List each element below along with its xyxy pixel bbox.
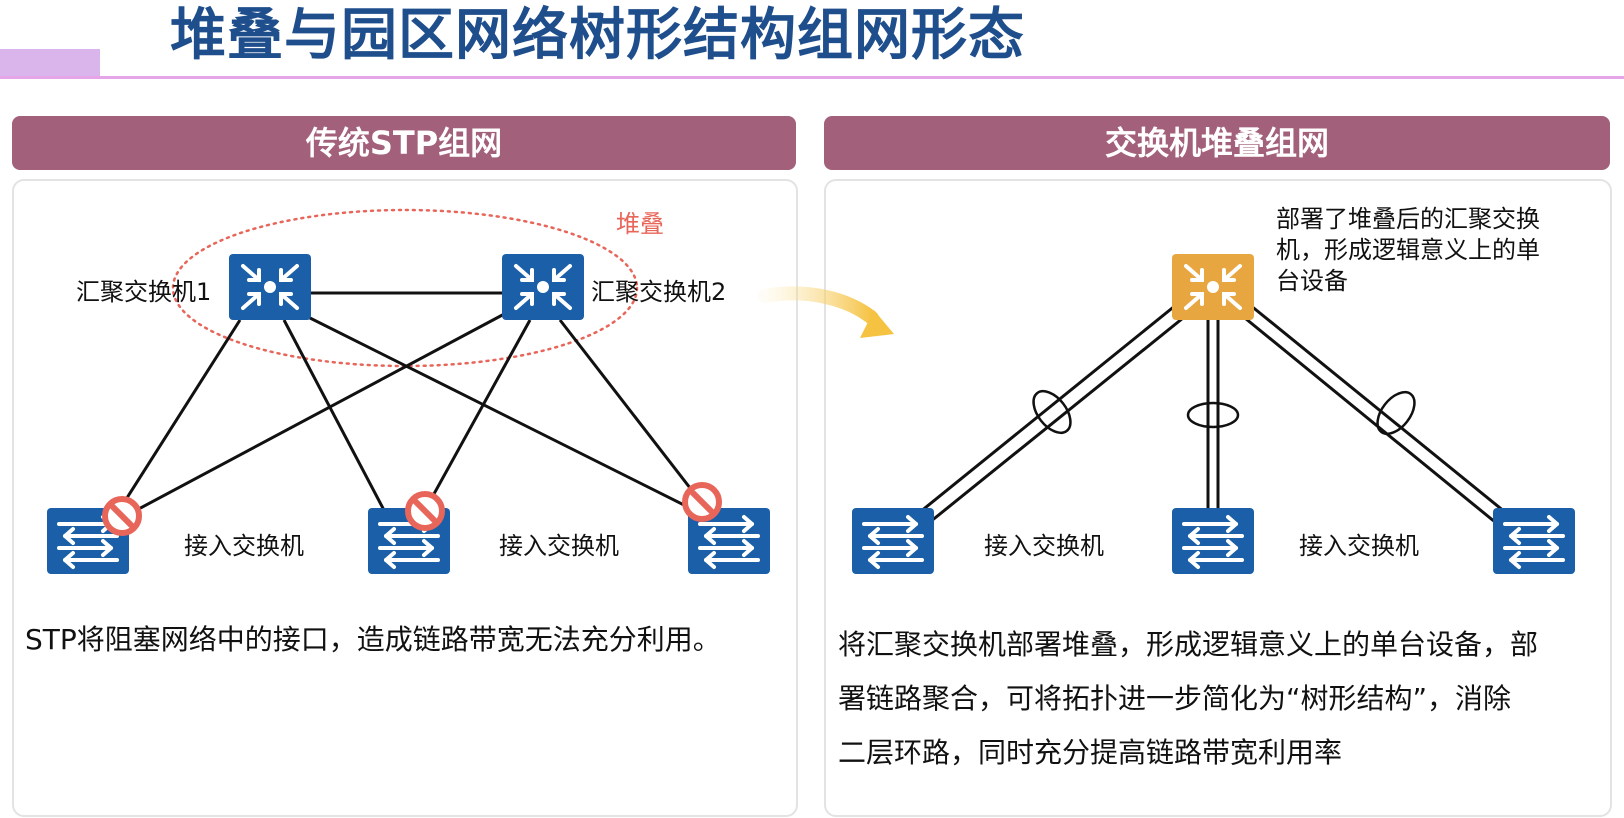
link-agg2-access1 (117, 310, 509, 522)
link-agg1-access2 (282, 319, 388, 515)
blocked-port-1 (100, 494, 144, 538)
right-panel-header: 交换机堆叠组网 (824, 116, 1610, 170)
title-accent-block (0, 49, 100, 77)
access-switch-label: 接入交换机 (499, 532, 619, 560)
agg-switch-1 (229, 254, 311, 320)
access-switch-label: 接入交换机 (184, 532, 304, 560)
layer2-switch-arrows-icon (688, 508, 770, 574)
page-title: 堆叠与园区网络树形结构组网形态 (170, 3, 1025, 68)
curved-arrow-icon (758, 286, 879, 325)
lag-right-a (1249, 303, 1506, 514)
right-caption-line: 将汇聚交换机部署堆叠，形成逻辑意义上的单台设备，部 (838, 628, 1539, 661)
left-panel-header: 传统STP组网 (12, 116, 796, 170)
right-access-switch-3 (1493, 508, 1575, 574)
lag-links (919, 303, 1506, 524)
right-access-switch-1 (852, 508, 934, 574)
agg-switch-2 (502, 254, 584, 320)
stack-label: 堆叠 (616, 210, 664, 238)
no-entry-icon (682, 482, 722, 522)
lag-right-b (1239, 312, 1496, 524)
curved-arrow-head (860, 310, 894, 338)
link-agg2-access2 (422, 319, 532, 513)
access-switch-label: 接入交换机 (984, 532, 1104, 560)
lag-left-b (929, 312, 1189, 524)
lag-ellipse-icon (1032, 389, 1416, 436)
access-switch-label: 接入交换机 (1299, 532, 1419, 560)
stacked-agg-switch (1172, 254, 1254, 320)
core-switch-arrows-icon (1172, 254, 1254, 320)
stp-links (116, 291, 706, 522)
title-underline (0, 76, 1624, 79)
layer2-switch-arrows-icon (1172, 508, 1254, 574)
link-agg1-access3 (299, 311, 703, 516)
blocked-port-2 (403, 489, 447, 533)
no-entry-icon (405, 491, 445, 531)
agg-switch-1-label: 汇聚交换机1 (76, 278, 212, 306)
right-caption-line: 署链路聚合，可将拓扑进一步简化为“树形结构”，消除 (838, 682, 1512, 715)
right-caption-line: 二层环路，同时充分提高链路带宽利用率 (838, 736, 1343, 769)
link-agg2-access3 (558, 319, 706, 507)
stack-note: 部署了堆叠后的汇聚交换机，形成逻辑意义上的单台设备 (1276, 205, 1540, 295)
agg-switch-2-label: 汇聚交换机2 (591, 278, 727, 306)
left-caption: STP将阻塞网络中的接口，造成链路带宽无法充分利用。 (25, 623, 721, 656)
right-caption: 将汇聚交换机部署堆叠，形成逻辑意义上的单台设备，部 署链路聚合，可将拓扑进一步简… (838, 618, 1598, 780)
no-entry-icon (102, 496, 142, 536)
link-agg1-access1 (116, 319, 242, 513)
layer2-switch-arrows-icon (852, 508, 934, 574)
blocked-port-3 (680, 480, 724, 524)
right-access-switch-2 (1172, 508, 1254, 574)
core-switch-arrows-icon (229, 254, 311, 320)
core-switch-arrows-icon (502, 254, 584, 320)
left-access-switch-3 (688, 508, 770, 574)
layer2-switch-arrows-icon (1493, 508, 1575, 574)
lag-left-a (919, 303, 1177, 514)
